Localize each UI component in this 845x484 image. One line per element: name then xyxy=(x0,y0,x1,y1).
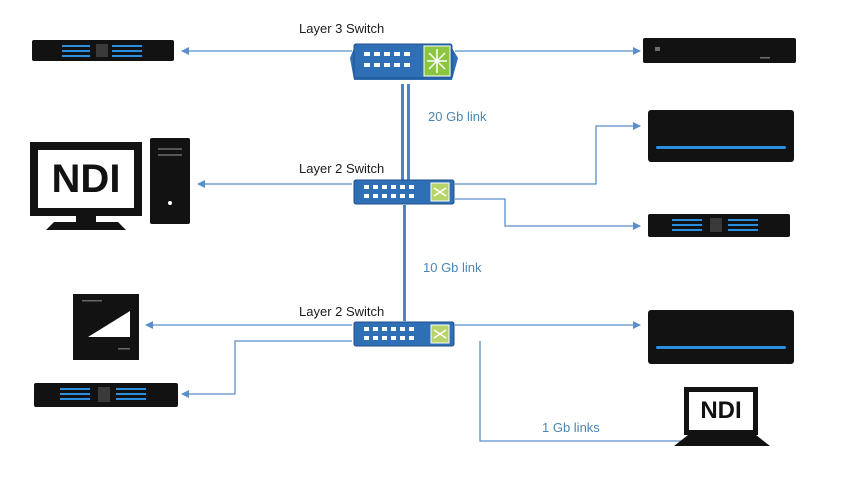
pc-tower xyxy=(150,138,190,224)
link-1gb-label: 1 Gb links xyxy=(542,420,600,435)
trunk-10gb-line xyxy=(403,205,406,321)
panel-device-left xyxy=(73,294,139,360)
rack-device-right xyxy=(648,214,790,237)
ndi-small-logo-text: NDI xyxy=(700,397,742,424)
link-l2-top-to-rack-right xyxy=(455,198,641,230)
ndi-workstation xyxy=(30,138,190,230)
trunk-20gb-line-b xyxy=(407,84,410,180)
rack-device-bottom-left xyxy=(34,383,178,407)
link-20gb-label: 20 Gb link xyxy=(428,109,487,124)
layer2-switch-bottom xyxy=(353,321,455,347)
layer2-switch-bottom-label: Layer 2 Switch xyxy=(299,304,385,319)
device-top-right xyxy=(643,38,796,63)
connection-lines xyxy=(145,47,688,442)
switching-icon xyxy=(433,329,447,339)
rack-device-top-left xyxy=(32,40,174,61)
link-10gb-label: 10 Gb link xyxy=(423,260,482,275)
layer2-switch-top-label: Layer 2 Switch xyxy=(299,161,385,176)
switching-icon xyxy=(433,187,447,197)
ndi-monitor-logo-text: NDI xyxy=(51,157,121,201)
display-device-right-1 xyxy=(648,110,794,162)
routing-icon xyxy=(427,49,447,73)
trunk-links xyxy=(401,84,410,321)
link-l2-bottom-to-ndi-small xyxy=(479,341,688,442)
trunk-20gb-line-a xyxy=(401,84,404,180)
link-l2-bottom-to-rack-bottom-left xyxy=(181,340,352,398)
layer3-switch-label: Layer 3 Switch xyxy=(299,21,385,36)
ndi-small-display xyxy=(674,387,770,446)
layer2-switch-top xyxy=(353,179,455,205)
link-l2-top-to-device-right-1 xyxy=(455,122,641,185)
layer3-switch xyxy=(350,43,458,80)
display-device-right-2 xyxy=(648,310,794,364)
